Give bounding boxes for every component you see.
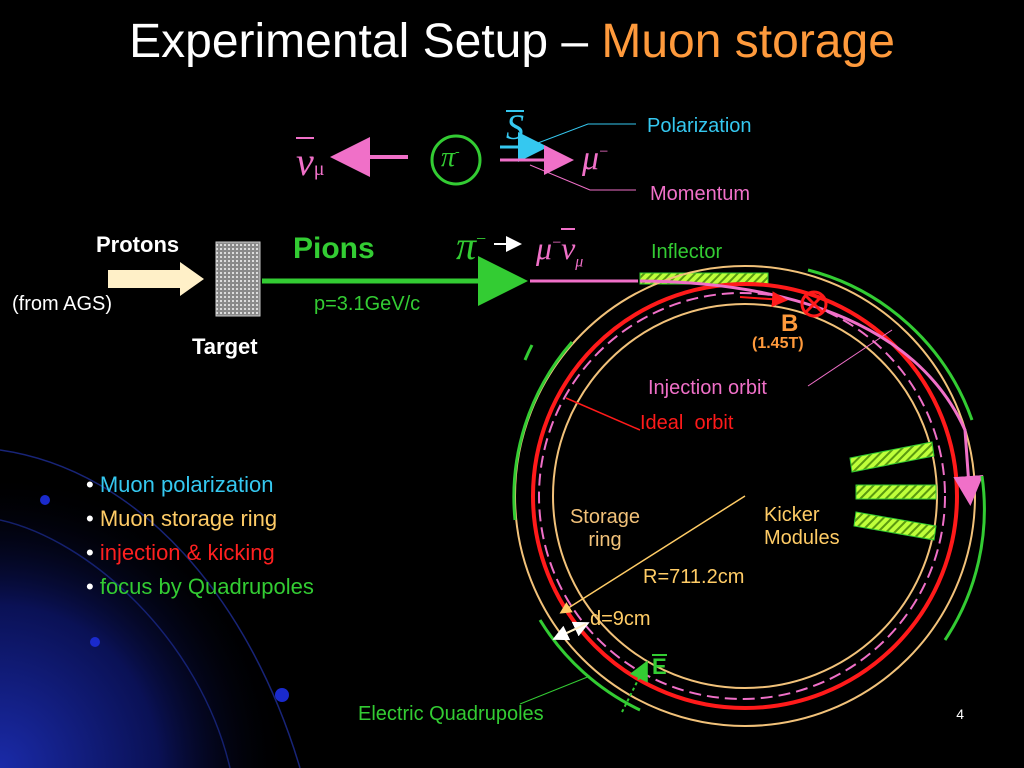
momentum-label: Momentum <box>650 183 751 205</box>
b-field-value: (1.45T) <box>752 335 804 352</box>
quadrupole-leader <box>519 675 591 705</box>
pion-circle <box>430 134 482 186</box>
b-field-symbol: B <box>781 310 799 337</box>
page-title-accent: Muon storage <box>601 15 895 68</box>
from-ags-label: (from AGS) <box>12 293 113 315</box>
e-field-symbol: E <box>652 654 667 679</box>
protons-label: Protons <box>96 232 180 257</box>
polarization-leader <box>529 123 636 147</box>
quadrupole-arc-bottom <box>538 619 641 712</box>
inflector-label: Inflector <box>651 241 723 263</box>
spin-symbol: S <box>506 107 524 147</box>
proton-arrow-head <box>108 262 204 296</box>
polarization-label: Polarization <box>647 115 752 137</box>
ideal-orbit-leader <box>565 397 641 431</box>
pion-symbol: π- <box>441 142 460 173</box>
b-field-into-page-icon <box>800 290 828 318</box>
bullet-item: • injection & kicking <box>86 540 275 565</box>
pions-label: Pions <box>293 232 375 265</box>
kicker-module-2 <box>855 484 937 500</box>
electric-quadrupoles-label: Electric Quadrupoles <box>358 703 544 725</box>
ideal-orbit-direction <box>739 291 788 308</box>
quadrupole-arc-top <box>807 268 974 421</box>
target-label: Target <box>192 334 258 359</box>
page-title: Experimental Setup – Muon storage <box>129 15 895 68</box>
muon-symbol: μ− <box>582 140 609 177</box>
radius-line <box>559 495 746 614</box>
aperture-label: d=9cm <box>590 608 651 630</box>
radius-label: R=711.2cm <box>643 566 745 588</box>
ideal-orbit-label: Ideal orbit <box>640 412 734 434</box>
bullet-item: • focus by Quadrupoles <box>86 574 314 599</box>
decay-products-symbol: μ−νμ <box>536 228 584 271</box>
e-field-arrow <box>621 660 648 713</box>
target-block <box>215 241 261 317</box>
decay-pion-symbol: π− <box>456 223 487 268</box>
page-number: 4 <box>956 706 964 722</box>
kicker-module-1 <box>849 441 935 473</box>
pion-momentum-label: p=3.1GeV/c <box>314 293 421 315</box>
bullet-item: • Muon storage ring <box>86 506 278 531</box>
injection-orbit-leader <box>807 329 893 387</box>
injection-orbit <box>538 292 946 700</box>
momentum-leader <box>529 164 636 191</box>
injection-path <box>639 279 984 506</box>
injection-orbit-label: Injection orbit <box>648 377 767 399</box>
antineutrino-symbol: νμ <box>296 137 325 184</box>
storage-ring-inner <box>552 303 938 689</box>
bullet-item: • Muon polarization <box>86 472 274 497</box>
quadrupole-arc-left <box>512 341 574 521</box>
bullet-list: • Muon polarization • Muon storage ring … <box>86 468 314 604</box>
quadrupole-arc-right <box>943 475 986 641</box>
kicker-module-3 <box>853 511 937 541</box>
